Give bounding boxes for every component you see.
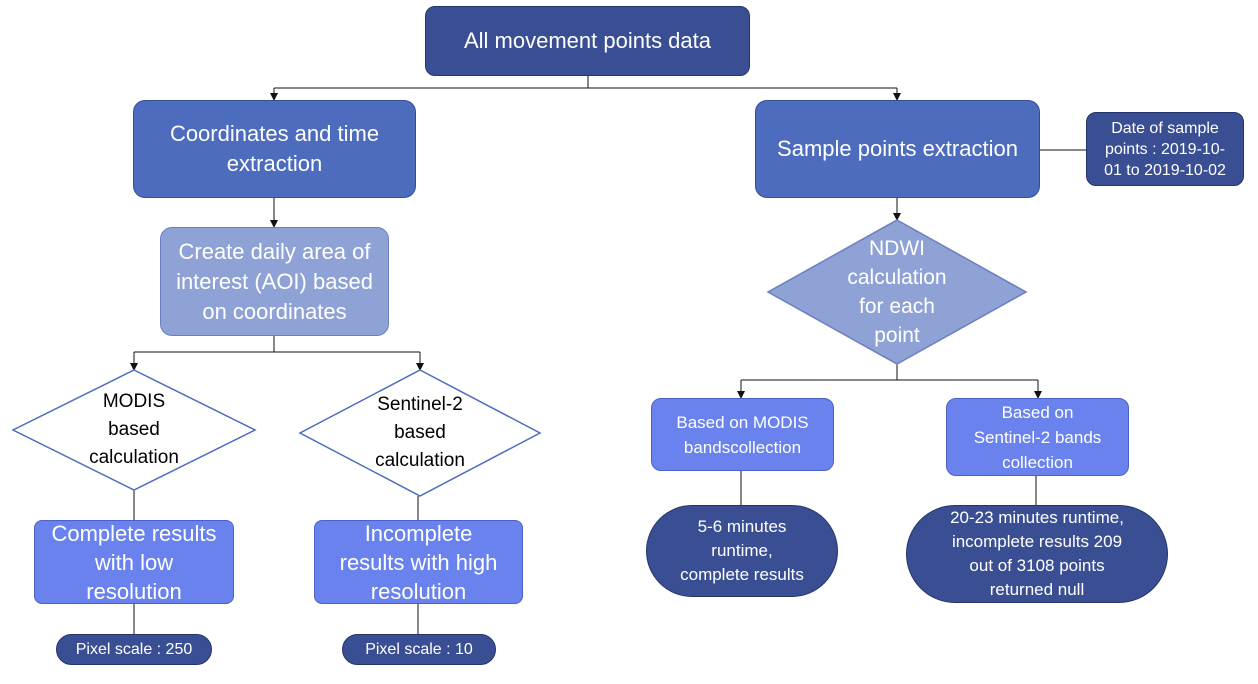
sentinel-result-label: Incomplete results with high resolution	[339, 520, 498, 604]
root-node-label: All movement points data	[463, 28, 712, 53]
coordinates-extraction-node: Coordinates and time extraction	[133, 100, 416, 198]
aoi-node: Create daily area of interest (AOI) base…	[160, 227, 389, 336]
modis-decision-diamond	[11, 369, 257, 491]
sentinel-pixel-scale-badge: Pixel scale : 10	[342, 634, 496, 665]
modis-runtime-label: 5-6 minutes runtime, complete results	[680, 517, 804, 584]
modis-runtime-node: 5-6 minutes runtime, complete results	[646, 505, 838, 597]
ndwi-decision-label: NDWI calculation for each point	[847, 237, 947, 347]
sample-points-extraction-label: Sample points extraction	[777, 136, 1018, 161]
sample-date-note: Date of sample points : 2019-10- 01 to 2…	[1086, 112, 1244, 186]
sample-date-label: Date of sample points : 2019-10- 01 to 2…	[1104, 119, 1226, 179]
sentinel-runtime-label: 20-23 minutes runtime, incomplete result…	[950, 508, 1124, 599]
sample-points-extraction-node: Sample points extraction	[755, 100, 1040, 198]
sentinel-bands-method-node: Based on Sentinel-2 bands collection	[946, 398, 1129, 476]
root-node: All movement points data	[425, 6, 750, 76]
ndwi-decision-diamond	[766, 219, 1028, 365]
modis-decision-label: MODIS based calculation	[89, 391, 179, 468]
modis-pixel-scale-label: Pixel scale : 250	[75, 640, 193, 658]
modis-bands-method-label: Based on MODIS bandscollection	[676, 412, 809, 457]
modis-bands-method-node: Based on MODIS bandscollection	[651, 398, 834, 471]
sentinel-runtime-node: 20-23 minutes runtime, incomplete result…	[906, 505, 1168, 603]
sentinel-bands-method-label: Based on Sentinel-2 bands collection	[973, 402, 1102, 472]
sentinel-decision-label: Sentinel-2 based calculation	[375, 394, 465, 471]
aoi-label: Create daily area of interest (AOI) base…	[176, 238, 373, 324]
modis-result-node: Complete results with low resolution	[34, 520, 234, 604]
sentinel-decision-diamond	[298, 369, 542, 497]
modis-pixel-scale-badge: Pixel scale : 250	[56, 634, 212, 665]
sentinel-result-node: Incomplete results with high resolution	[314, 520, 523, 604]
sentinel-pixel-scale-label: Pixel scale : 10	[365, 640, 473, 658]
coordinates-extraction-label: Coordinates and time extraction	[169, 121, 380, 176]
modis-result-label: Complete results with low resolution	[51, 520, 217, 604]
